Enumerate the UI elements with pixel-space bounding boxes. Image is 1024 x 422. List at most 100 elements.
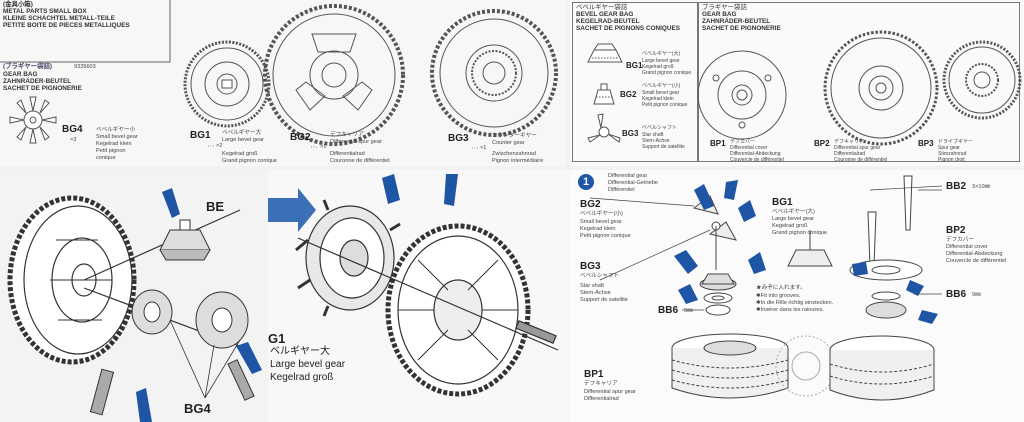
bg4-gear-a-drawing bbox=[159, 219, 211, 261]
bevel-de-bg2: Kegelrad klein bbox=[642, 96, 674, 102]
bevel-jp-bg2: ベベルギヤー(小) bbox=[642, 83, 681, 89]
bevel-bag-de: KEGELRAD-BEUTEL bbox=[576, 18, 640, 25]
step-bp1-drum-drawing bbox=[671, 333, 789, 399]
bevel-de-bg1: Kegelrad groß bbox=[642, 64, 674, 70]
diff-spur-gear-drawing bbox=[385, 223, 531, 397]
label-g1-de: Kegelrad groß bbox=[270, 372, 334, 383]
step-note-de: ✱In die Rille richtig einstecken. bbox=[756, 300, 834, 306]
gear-fr-bp2: Couronne de différentiel bbox=[834, 157, 888, 163]
gear-en-bp3: Spur gear bbox=[938, 145, 960, 151]
bg3-gear-drawing bbox=[430, 9, 558, 137]
assembly-step-panel: 1 Differential gear Differential-Getrieb… bbox=[570, 170, 1024, 422]
gear-code-bp3: BP3 bbox=[918, 139, 934, 148]
bevel-bag-jp: ベベルギヤー袋詰 bbox=[576, 4, 628, 11]
step-bg1-fr: Grand pignon conique bbox=[772, 230, 828, 236]
bevel-gear-bag-frame bbox=[572, 2, 698, 162]
bevel-bg2-drawing bbox=[593, 83, 615, 105]
step-bb6-left-code: BB6 bbox=[658, 305, 679, 316]
bp3-gear-drawing bbox=[942, 40, 1022, 120]
step-blue-arrows bbox=[674, 180, 938, 324]
gear-bag-de: ZAHNRÄDER-BEUTEL bbox=[3, 78, 72, 85]
part-code-bg4: BG4 bbox=[62, 124, 83, 135]
part-jp-bg4: ベベルギヤー小 bbox=[96, 127, 136, 133]
gear-bag-fr: SACHET DE PIGNONERIE bbox=[3, 85, 82, 92]
step-note-en: ✱Fit into grooves. bbox=[756, 293, 801, 299]
panel4-drawings bbox=[268, 174, 559, 397]
step-bp1-jp: デフキャリア bbox=[584, 381, 618, 387]
gear-fr-bp1: Couvercle de différentiel bbox=[730, 157, 784, 163]
step-bg2-fr: Petit pignon conique bbox=[580, 233, 631, 239]
panel2-drawings bbox=[587, 30, 1022, 146]
step-bp2-de: Differential-Abdeckung bbox=[946, 251, 1003, 257]
step-bg3-jp: ベベルシャフト bbox=[580, 273, 620, 279]
bg4-gear-drawing bbox=[9, 96, 57, 144]
bp2-gear-drawing bbox=[823, 30, 939, 146]
step-bg2-en: Small bevel gear bbox=[580, 219, 622, 225]
step-note-jp: ★みぞに入れます。 bbox=[756, 285, 806, 291]
step-bp1-en: Differential spur gear bbox=[584, 389, 636, 395]
part-qty-bg4: ×3 bbox=[70, 137, 77, 143]
part-jp-bg2: デフキャリア bbox=[330, 132, 364, 138]
bg4-gear-b-drawing bbox=[195, 291, 249, 349]
step-title-en: Differential gear bbox=[608, 173, 648, 179]
step-bp2-code: BP2 bbox=[946, 225, 966, 236]
gear-code-bp1: BP1 bbox=[710, 139, 726, 148]
diff-gear-wheel-drawing bbox=[7, 195, 137, 365]
bevel-en-bg1: Large bevel gear bbox=[642, 58, 680, 64]
gear-de-bp3: Stirnzahnrad bbox=[938, 151, 967, 157]
gear-jp-bp1: デフカバー bbox=[730, 139, 756, 145]
panel5-drawings bbox=[589, 175, 943, 401]
part-en-bg2: Differential spur gear bbox=[330, 139, 382, 145]
bevel-fr-bg3: Support de satellite bbox=[642, 144, 685, 150]
step-bevel-assembly-drawing bbox=[692, 195, 737, 270]
step-number-badge: 1 bbox=[578, 174, 594, 190]
bevel-fr-bg1: Grand pignon conique bbox=[642, 70, 692, 76]
step-bg3-fr: Support de satellite bbox=[580, 297, 628, 303]
label-be: BE bbox=[206, 199, 225, 214]
box-title-en: METAL PARTS SMALL BOX bbox=[3, 8, 87, 15]
part-code-bg2: BG2 bbox=[290, 132, 311, 143]
bevel-fr-bg2: Petit pignon conique bbox=[642, 102, 688, 108]
gear-bag2-fr: SACHET DE PIGNONERIE bbox=[702, 25, 781, 32]
bevel-jp-bg3: ベベルシャフト bbox=[642, 125, 678, 131]
step-bg1-code: BG1 bbox=[772, 197, 793, 208]
bevel-bg3-drawing bbox=[587, 113, 621, 143]
gear-en-bp2: Differential spur gear bbox=[834, 145, 881, 151]
bevel-code-bg3: BG3 bbox=[622, 129, 639, 138]
gear-bag2-de: ZAHNRÄDER-BEUTEL bbox=[702, 18, 771, 25]
part-de-bg4: Kegelrad klein bbox=[96, 141, 132, 147]
gear-bag2-jp: ブラギヤー袋詰 bbox=[702, 4, 747, 11]
bevel-jp-bg1: ベベルギヤー(大) bbox=[642, 51, 681, 57]
part-fr-bg1: Grand pignon conique bbox=[222, 158, 278, 164]
step-bb6-right-code: BB6 bbox=[946, 289, 967, 300]
part-code-bg3: BG3 bbox=[448, 133, 469, 144]
panel1-drawings bbox=[0, 0, 558, 149]
part-fr-bg2: Couronne de différentiel bbox=[330, 158, 390, 164]
gear-fr-bp3: Pignon droit bbox=[938, 157, 965, 163]
part-en-bg3: Counter gear bbox=[492, 140, 525, 146]
step-bb2-size: 3×10㎜ bbox=[972, 184, 991, 190]
step-title-fr: Différentiel bbox=[608, 187, 635, 193]
gear-en-bp1: Differential cover bbox=[730, 145, 768, 151]
part-en-bg1: Large bevel gear bbox=[222, 137, 264, 143]
step-bg3-de: Stern-Achse bbox=[580, 290, 611, 296]
step-bg1-jp: ベベルギヤー(大) bbox=[772, 209, 815, 215]
label-g1-en: Large bevel gear bbox=[270, 359, 346, 370]
gear-bag-jp: (ブラギヤー袋詰) bbox=[3, 63, 52, 70]
part-de-bg3: Zwischenzahnrad bbox=[492, 151, 536, 157]
bevel-bg1-drawing bbox=[587, 43, 623, 63]
step-bg2-jp: ベベルギヤー(小) bbox=[580, 211, 623, 217]
step-bg1-drawing bbox=[787, 230, 833, 267]
box-title-jp: (金具小箱) bbox=[3, 1, 33, 8]
bg2-gear-drawing bbox=[263, 4, 405, 146]
part-jp-bg1: ベベルギヤー大 bbox=[222, 130, 262, 136]
step-right-column-drawing bbox=[829, 175, 935, 401]
step-bp2-fr: Couvercle de différentiel bbox=[946, 258, 1007, 264]
gear-bag-frame bbox=[698, 2, 1020, 162]
part-qty-bg1: ×2 bbox=[216, 143, 223, 149]
step-bg3-code: BG3 bbox=[580, 261, 601, 272]
part-qty-bg2: ×1 bbox=[320, 144, 327, 150]
label-g1: G1 bbox=[268, 331, 286, 346]
parts-list-panel-1: (金具小箱) METAL PARTS SMALL BOX KLEINE SCHA… bbox=[0, 0, 566, 166]
